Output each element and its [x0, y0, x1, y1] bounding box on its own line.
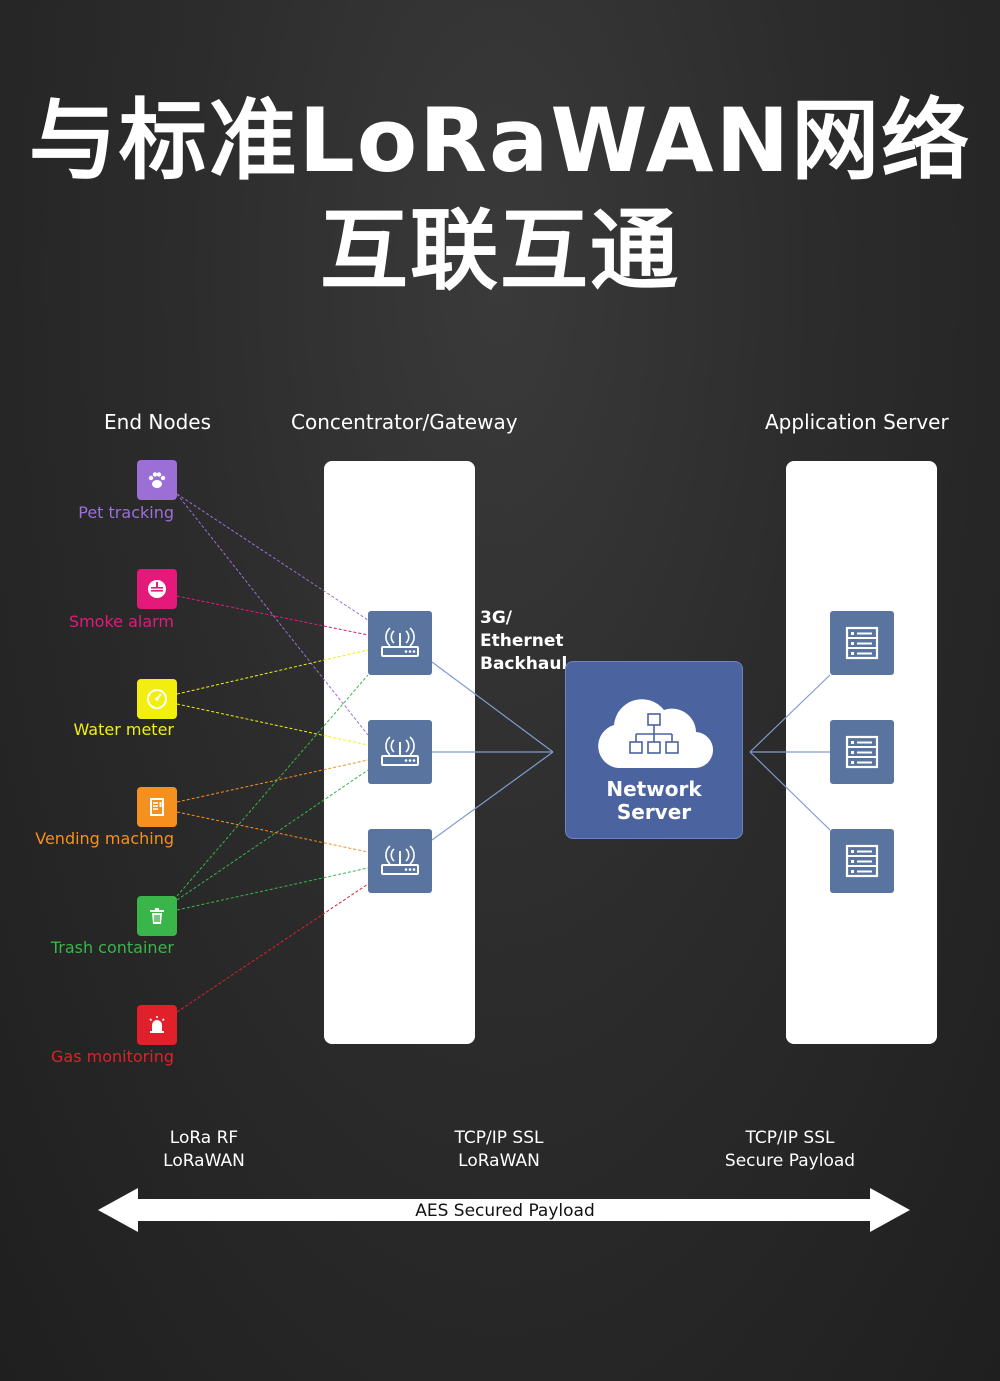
node-label-trash: Trash container	[50, 938, 174, 957]
network-server: Network Server	[565, 661, 743, 839]
header-end-nodes: End Nodes	[104, 410, 211, 434]
node-label-water-meter: Water meter	[73, 720, 174, 739]
header-application-server: Application Server	[765, 410, 949, 434]
gateway-router-icon	[368, 720, 432, 784]
link-gw3-ns	[431, 751, 554, 841]
alarm-icon	[137, 1005, 177, 1045]
title-line-2: 互联互通	[319, 199, 680, 302]
gateway-router-icon	[368, 611, 432, 675]
network-server-label: Network Server	[606, 777, 702, 824]
link-water-gw2	[176, 703, 369, 746]
node-label-pet-tracking: Pet tracking	[78, 503, 174, 522]
link-trash-gw1	[176, 674, 369, 897]
header-gateway: Concentrator/Gateway	[291, 410, 518, 434]
gateway-router-icon	[368, 829, 432, 893]
gauge-icon	[137, 679, 177, 719]
vending-machine-icon	[137, 787, 177, 827]
protocol-tcp-secure: TCP/IP SSL Secure Payload	[724, 1128, 856, 1171]
link-vending-gw3	[176, 811, 369, 853]
paw-icon	[137, 460, 177, 500]
node-label-smoke-alarm: Smoke alarm	[68, 612, 174, 631]
title-line-1: 与标准LoRaWAN网络	[28, 89, 972, 192]
link-ns-app3	[749, 751, 831, 831]
smoke-detector-icon	[137, 569, 177, 609]
backhaul-label: 3G/ Ethernet Backhaul	[480, 608, 568, 674]
server-icon	[830, 720, 894, 784]
server-icon	[830, 829, 894, 893]
link-pet-gw2	[176, 493, 369, 736]
trash-icon	[137, 896, 177, 936]
double-arrow	[98, 1188, 910, 1232]
server-icon	[830, 611, 894, 675]
protocol-lora: LoRa RF LoRaWAN	[163, 1128, 245, 1171]
link-water-gw1	[176, 649, 369, 695]
link-trash-gw3	[176, 867, 369, 911]
node-label-vending: Vending maching	[35, 829, 174, 848]
link-vending-gw2	[176, 759, 369, 803]
link-gw1-ns	[431, 661, 554, 753]
link-ns-app1	[749, 674, 831, 753]
link-pet-gw1	[176, 493, 369, 621]
protocol-tcp-lorawan: TCP/IP SSL LoRaWAN	[454, 1128, 544, 1171]
node-label-gas: Gas monitoring	[51, 1047, 174, 1066]
link-smoke-gw1	[176, 595, 369, 636]
link-trash-gw2	[176, 769, 369, 901]
arrow-label: AES Secured Payload	[415, 1201, 595, 1221]
link-gas-gw3	[176, 883, 369, 1013]
cloud-network-icon	[598, 699, 714, 769]
